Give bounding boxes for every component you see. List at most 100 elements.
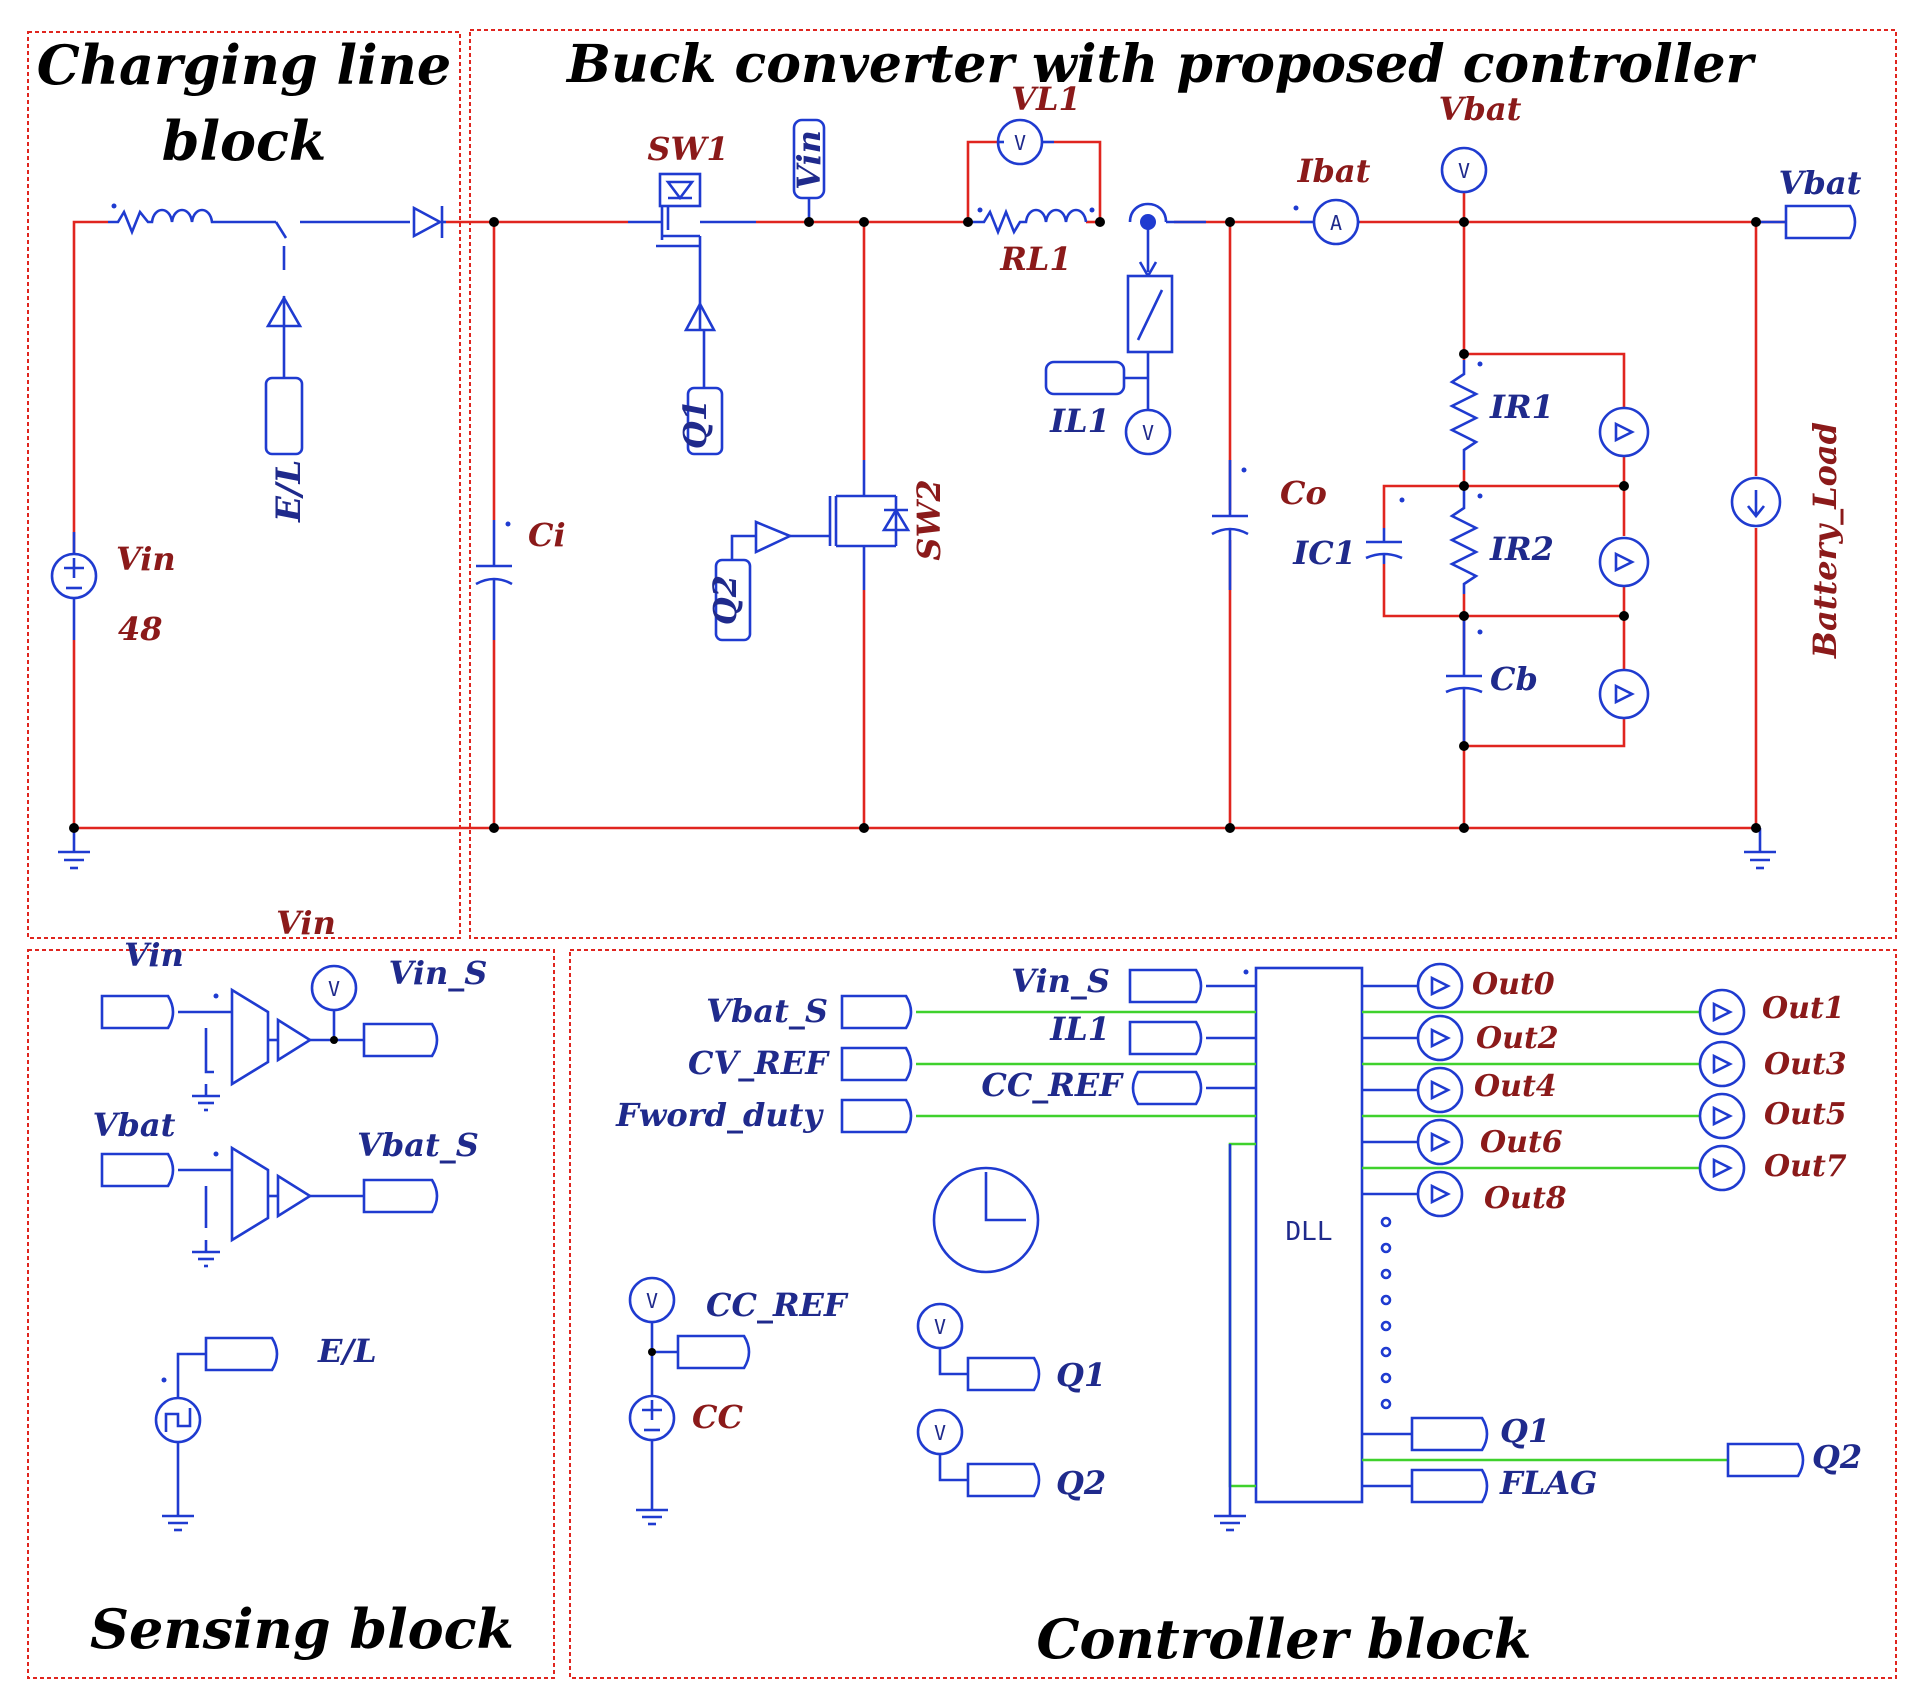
sensing-vin-chain: V xyxy=(100,964,439,1112)
charging-block-border xyxy=(27,31,461,939)
controller-inputs xyxy=(840,968,1256,1134)
sw1-mosfet-icon xyxy=(628,172,756,456)
svg-text:V: V xyxy=(934,1421,946,1445)
sensing-vbat-s-label: Vbat_S xyxy=(357,1126,479,1164)
il1-voltmeter-icon: V xyxy=(1124,408,1172,456)
ground-left-icon xyxy=(58,828,90,870)
el-square-source-icon xyxy=(154,1336,279,1532)
svg-text:V: V xyxy=(1014,131,1026,155)
sensing-vin-s-label: Vin_S xyxy=(389,954,488,992)
q2-gate-label: Q2 xyxy=(706,575,744,625)
vin-probe-label: Vin xyxy=(790,130,828,190)
out7-label: Out7 xyxy=(1764,1149,1847,1184)
q1-probe-label: Q1 xyxy=(1056,1356,1106,1394)
battery-load-label: Battery_Load xyxy=(1806,422,1844,659)
ctrl-cc-ref-in-label: CC_REF xyxy=(981,1066,1124,1104)
charging-title-line2: block xyxy=(162,109,327,173)
co-capacitor-icon xyxy=(1211,460,1249,590)
ic1-label: IC1 xyxy=(1292,534,1356,572)
cb-capacitor-icon xyxy=(1445,616,1483,746)
svg-text:V: V xyxy=(1142,421,1154,445)
ibat-label: Ibat xyxy=(1297,152,1371,190)
q2-out-label: Q2 xyxy=(1812,1438,1862,1476)
junction-dots xyxy=(69,217,1761,833)
ir1-resistor-icon xyxy=(1449,360,1479,470)
out0-label: Out0 xyxy=(1472,967,1555,1002)
vl1-label: VL1 xyxy=(1011,80,1081,118)
sw2-label: SW2 xyxy=(910,479,948,560)
co-label: Co xyxy=(1280,474,1327,512)
sensing-title: Sensing block xyxy=(90,1597,514,1661)
sensing-el-label: E/L xyxy=(317,1332,377,1370)
ic1-capacitor-icon xyxy=(1365,497,1405,564)
out1-label: Out1 xyxy=(1762,991,1845,1026)
controller-title: Controller block xyxy=(1037,1607,1532,1671)
sw1-label: SW1 xyxy=(647,130,728,168)
cc-ref-source: V xyxy=(628,1276,751,1526)
ctrl-il1-label: IL1 xyxy=(1049,1010,1110,1048)
input-diode-icon xyxy=(412,205,446,239)
vbat-meter-label: Vbat xyxy=(1439,90,1522,128)
clock-icon xyxy=(932,1166,1040,1274)
el-switch-icon xyxy=(264,220,410,456)
controller-outputs xyxy=(1362,962,1805,1504)
cb-label: Cb xyxy=(1490,660,1538,698)
out5-label: Out5 xyxy=(1764,1097,1847,1132)
sw2-mosfet-icon xyxy=(714,460,911,642)
vbat-out-label: Vbat xyxy=(1779,164,1862,202)
ci-capacitor-icon xyxy=(475,520,513,640)
ctrl-vin-s-label: Vin_S xyxy=(1011,962,1110,1000)
sensing-vin-in-label: Vin xyxy=(124,936,184,974)
buck-title: Buck converter with proposed controller xyxy=(565,34,1757,95)
flag-label: FLAG xyxy=(1499,1464,1597,1502)
svg-text:V: V xyxy=(1458,159,1470,183)
vbat-voltmeter-icon: V xyxy=(1440,146,1488,194)
vin-bottom-label: Vin xyxy=(276,904,336,942)
out8-label: Out8 xyxy=(1484,1181,1567,1216)
sensing-block-border xyxy=(27,949,555,1679)
out3-label: Out3 xyxy=(1764,1047,1847,1082)
ci-label: Ci xyxy=(528,516,566,554)
q1-probe: V xyxy=(916,1302,1041,1392)
dll-label: DLL xyxy=(1286,1217,1333,1247)
sensing-vbat-in-label: Vbat xyxy=(93,1106,176,1144)
il1-label: IL1 xyxy=(1049,402,1110,440)
current-sensor-icon xyxy=(1116,202,1206,410)
ir2-voltmeter-icon xyxy=(1598,536,1650,588)
vin-source-icon xyxy=(50,532,98,640)
il1-probe-tag xyxy=(1044,360,1126,396)
ir2-label: IR2 xyxy=(1489,530,1554,568)
vin-value-label: 48 xyxy=(118,610,163,648)
ground-right-icon xyxy=(1744,828,1776,870)
vin-probe-icon xyxy=(792,118,826,222)
el-label: E/L xyxy=(269,460,309,523)
line-inductor-icon xyxy=(108,203,276,236)
vl1-voltmeter-icon: V xyxy=(996,118,1054,166)
out4-label: Out4 xyxy=(1474,1069,1557,1104)
q2-probe-label: Q2 xyxy=(1056,1464,1106,1502)
ctrl-cv-ref-label: CV_REF xyxy=(688,1044,830,1082)
svg-text:A: A xyxy=(1330,211,1342,235)
vbat-out-tag xyxy=(1756,204,1857,240)
battery-load-icon xyxy=(1730,476,1782,528)
open-output-pins xyxy=(1380,1216,1392,1410)
ibat-ammeter-icon: A xyxy=(1293,198,1360,246)
cb-voltmeter-icon xyxy=(1598,668,1650,720)
controller-block-border xyxy=(569,949,1897,1679)
q1-out-label: Q1 xyxy=(1500,1412,1550,1450)
tied-inputs xyxy=(1214,1142,1256,1532)
q2-probe: V xyxy=(916,1408,1041,1498)
sensing-vbat-chain xyxy=(100,1145,439,1268)
cc-label: CC xyxy=(692,1398,743,1436)
ctrl-fword-label: Fword_duty xyxy=(615,1096,824,1134)
svg-text:V: V xyxy=(934,1315,946,1339)
cc-ref-label: CC_REF xyxy=(706,1286,849,1324)
ir2-resistor-icon xyxy=(1449,486,1479,594)
out6-label: Out6 xyxy=(1480,1125,1563,1160)
dll-block xyxy=(1254,966,1364,1504)
ir1-voltmeter-icon xyxy=(1598,406,1650,458)
out2-label: Out2 xyxy=(1476,1021,1559,1056)
svg-text:V: V xyxy=(646,1289,658,1313)
